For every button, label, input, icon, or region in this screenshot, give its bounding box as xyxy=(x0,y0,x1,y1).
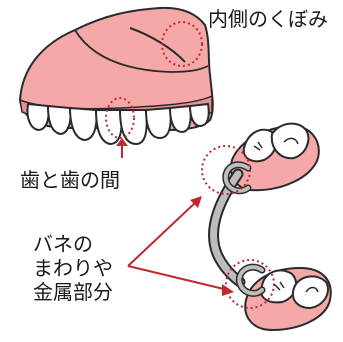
full-denture xyxy=(20,8,213,144)
partial-denture xyxy=(214,124,331,330)
tooth-gap-label: 歯と歯の間 xyxy=(20,168,120,192)
spring-label-line: まわりや xyxy=(33,256,113,280)
spring-label-line: 金属部分 xyxy=(33,280,113,304)
inner-hollow-label: 内側のくぼみ xyxy=(208,7,328,31)
spring-metal-label: バネの まわりや 金属部分 xyxy=(33,232,113,304)
spring-label-line: バネの xyxy=(33,232,113,256)
denture-teeth xyxy=(27,104,208,144)
